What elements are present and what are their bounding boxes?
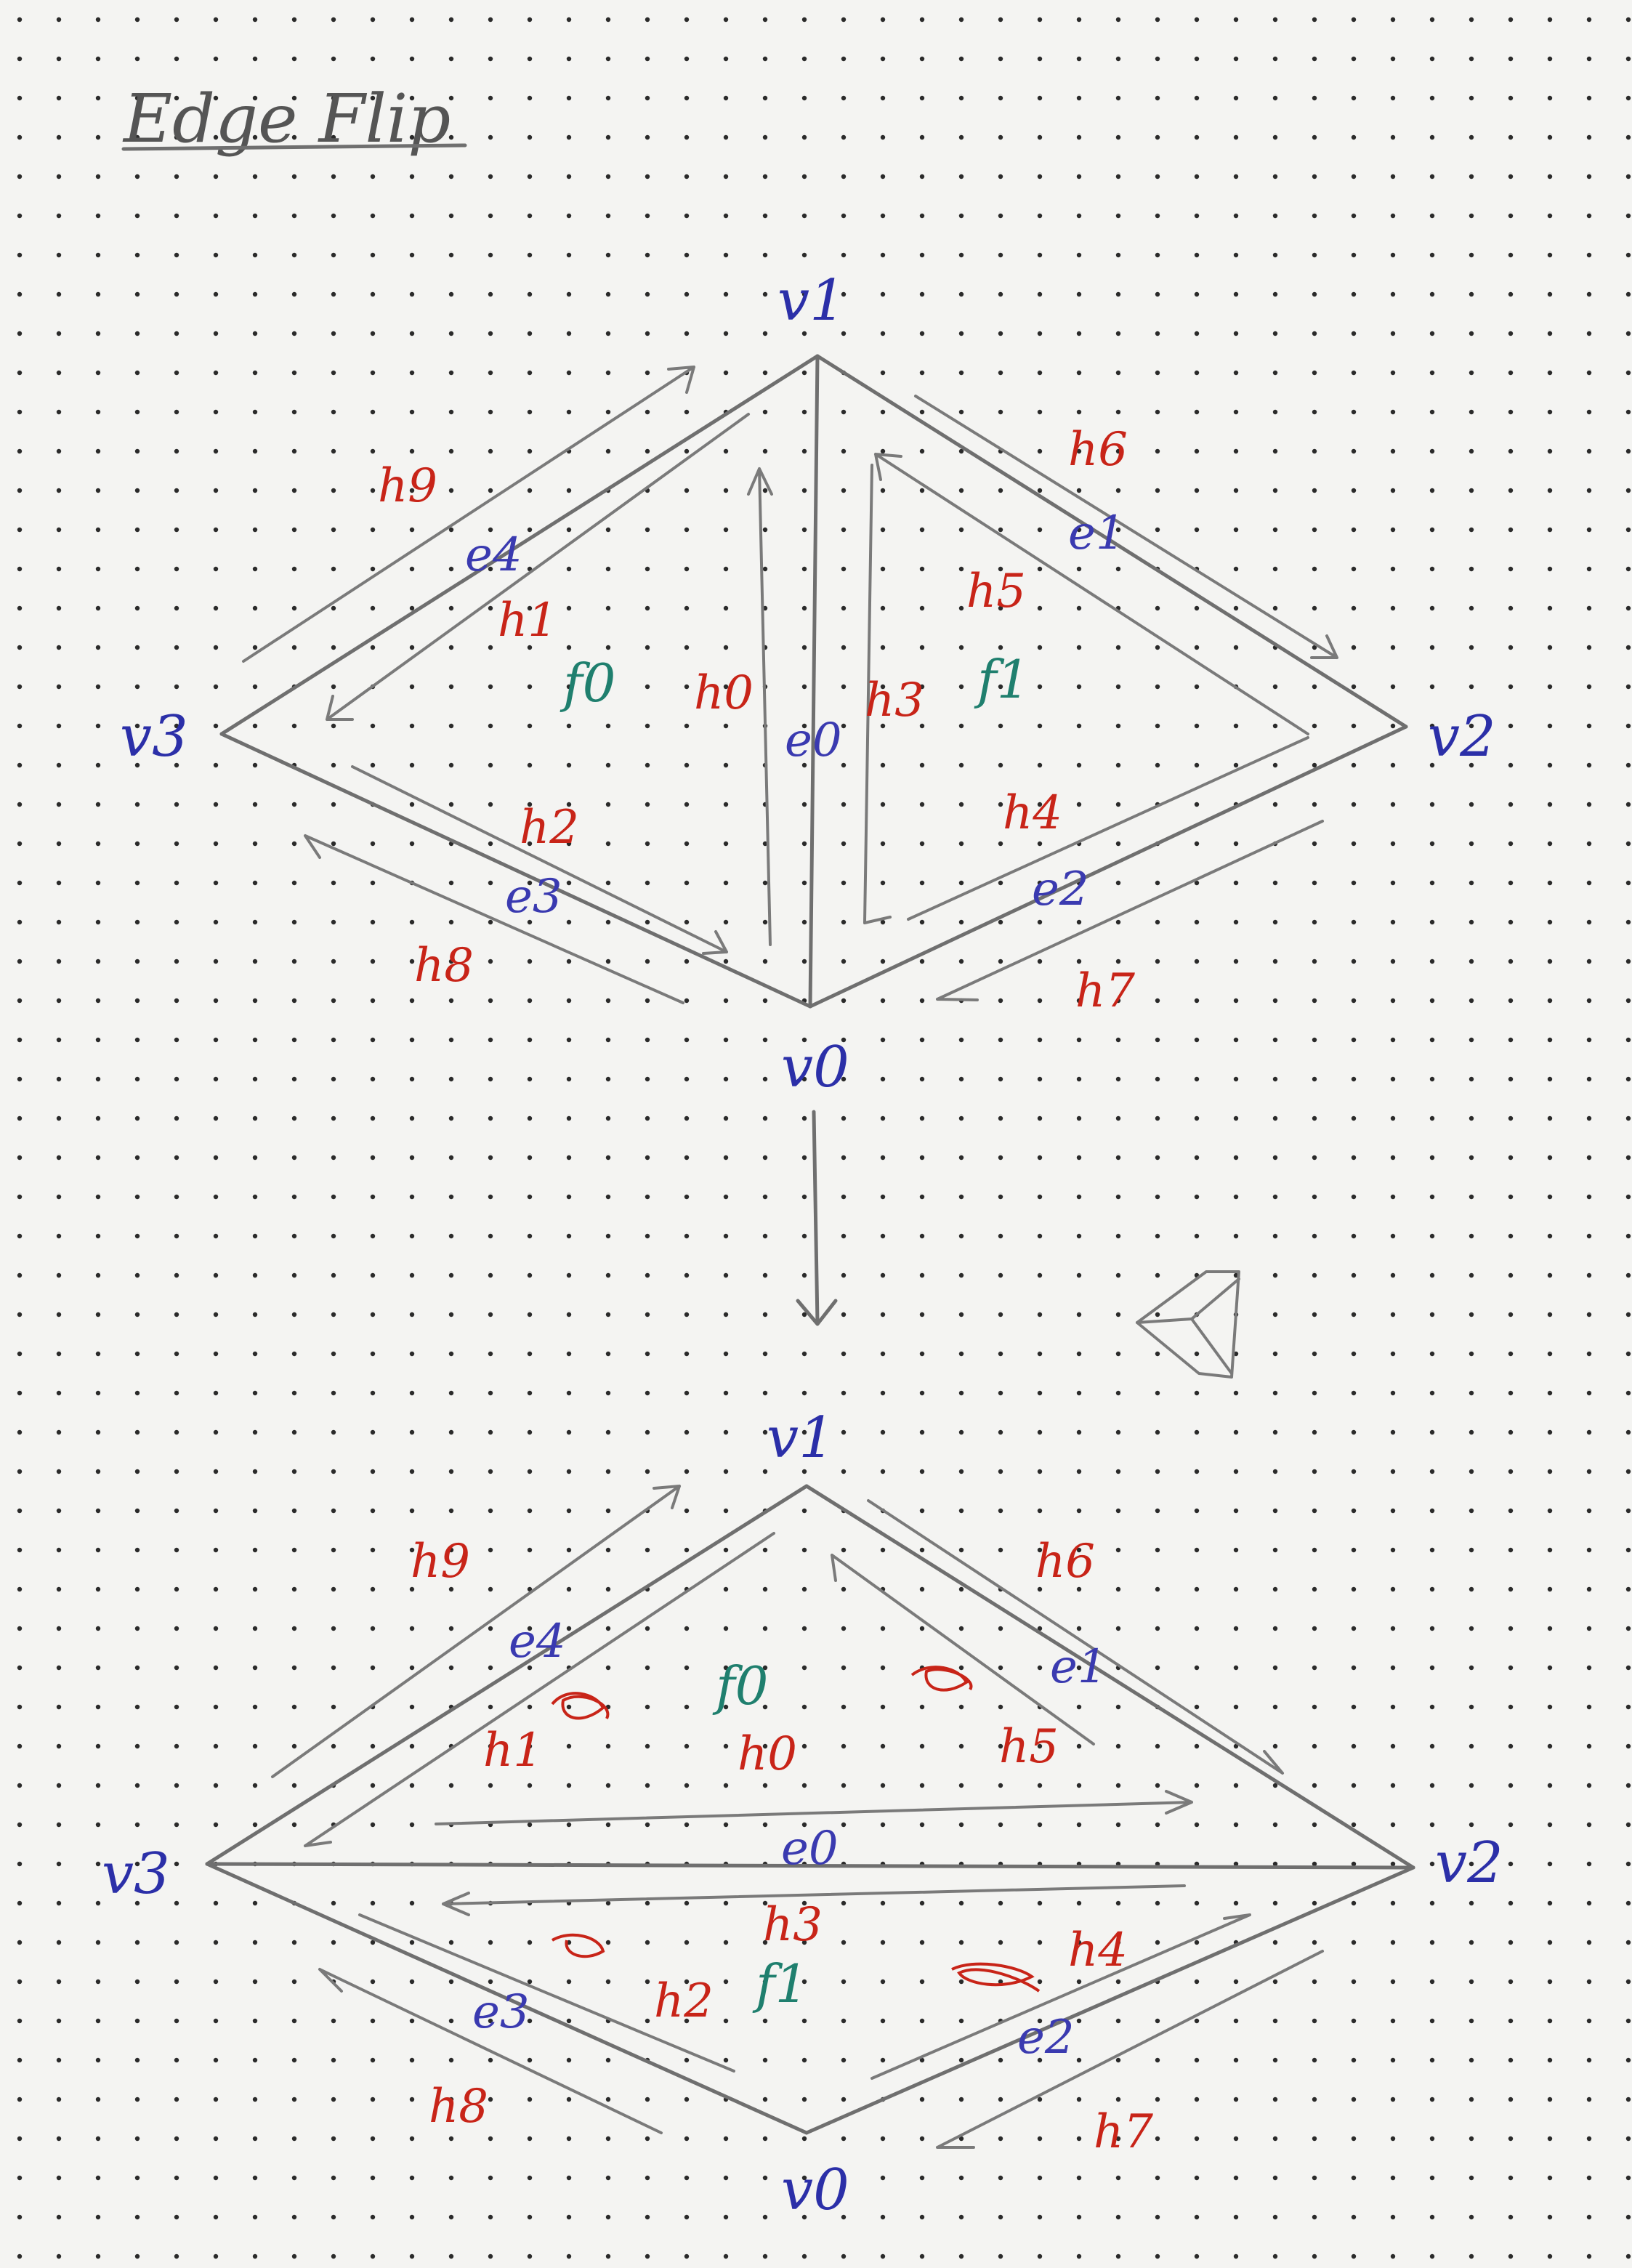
- halfedge-h3-arrow: [863, 464, 892, 924]
- after-halfedge-h3-arrow: [442, 1884, 1186, 1916]
- after-edge-e0-line: [205, 1862, 1415, 1870]
- vertex-v3-label: v3: [120, 704, 188, 770]
- halfedge-h5-label: h5: [966, 565, 1026, 618]
- halfedge-h6-label: h6: [1068, 423, 1128, 477]
- halfedge-h3-label: h3: [865, 674, 924, 727]
- halfedge-h2-arrow: [351, 765, 728, 955]
- after-halfedge-h8-arrow: [318, 1968, 663, 2134]
- after-halfedge-h2-label: h2: [654, 1974, 714, 2028]
- after-edge-e1-line: [804, 1484, 1415, 1870]
- edge-e1-line: [815, 354, 1408, 729]
- scribble-near-h4: [951, 1962, 1041, 1993]
- after-vertex-v3-label: v3: [102, 1841, 170, 1907]
- arrow-down-icon: [796, 1110, 838, 1326]
- halfedge-h0-arrow: [747, 467, 773, 946]
- after-halfedge-h7-label: h7: [1094, 2105, 1153, 2159]
- after-halfedge-h6-label: h6: [1035, 1535, 1095, 1589]
- after-mesh: v1 v2 v3 v0 h9 h1 h0 h5 h6 h3 h2 h4 h7 h…: [102, 1405, 1503, 2223]
- after-halfedge-h6-arrow: [867, 1499, 1284, 1775]
- flipped-quad-doodle-icon: [1136, 1270, 1240, 1379]
- after-halfedge-h2-arrow: [358, 1913, 735, 2073]
- after-edge-e2-label: e2: [1017, 2011, 1075, 2065]
- scribble-near-h5: [910, 1666, 973, 1692]
- edge-e1-label: e1: [1068, 507, 1126, 560]
- after-edge-e4-line: [205, 1484, 809, 1866]
- title-underline: [121, 143, 467, 151]
- edge-e3-label: e3: [505, 870, 562, 924]
- after-halfedge-h4-label: h4: [1068, 1924, 1128, 1977]
- edge-e2-line: [808, 725, 1408, 1009]
- halfedge-h2-label: h2: [520, 801, 579, 855]
- edge-e2-label: e2: [1032, 863, 1089, 916]
- halfedge-h4-label: h4: [1003, 786, 1062, 840]
- after-vertex-v2-label: v2: [1435, 1831, 1503, 1896]
- after-halfedge-h9-label: h9: [411, 1535, 470, 1589]
- after-halfedge-h4-arrow: [870, 1913, 1251, 2080]
- before-mesh: v1 v2 v3 v0 h9 h1 h0 h3 h5 h6 h4 h7 h2 h…: [120, 268, 1496, 1100]
- halfedge-h8-label: h8: [414, 939, 474, 993]
- halfedge-h4-arrow: [907, 736, 1309, 921]
- after-face-f0-label: f0: [712, 1655, 768, 1716]
- halfedge-h9-arrow: [242, 366, 695, 663]
- after-halfedge-h9-arrow: [271, 1485, 681, 1778]
- after-halfedge-h1-arrow: [304, 1532, 775, 1847]
- halfedge-h9-label: h9: [378, 459, 437, 513]
- after-edge-e4-label: e4: [509, 1615, 566, 1668]
- vertex-v2-label: v2: [1428, 704, 1496, 770]
- vertex-v0-label: v0: [781, 1035, 849, 1100]
- edge-e0-label: e0: [785, 714, 842, 767]
- halfedge-h6-arrow: [914, 395, 1338, 659]
- edge-e4-label: e4: [465, 528, 522, 582]
- after-halfedge-h3-label: h3: [763, 1898, 823, 1952]
- after-halfedge-h1-label: h1: [483, 1724, 543, 1777]
- after-vertex-v1-label: v1: [767, 1405, 835, 1471]
- scribble-near-h1: [551, 1692, 610, 1720]
- after-halfedge-h0-arrow: [435, 1790, 1193, 1825]
- face-f0-label: f0: [560, 653, 615, 714]
- after-halfedge-h8-label: h8: [429, 2080, 488, 2134]
- after-face-f1-label: f1: [752, 1953, 808, 2014]
- edge-e0-line: [808, 354, 820, 1009]
- after-edge-e0-label: e0: [781, 1822, 839, 1876]
- halfedge-h7-label: h7: [1075, 964, 1135, 1018]
- halfedge-h1-arrow: [326, 413, 750, 721]
- vertex-v1-label: v1: [777, 268, 846, 334]
- after-halfedge-h0-label: h0: [738, 1727, 797, 1781]
- after-vertex-v0-label: v0: [781, 2158, 849, 2223]
- after-edge-e3-label: e3: [472, 1985, 530, 2039]
- halfedge-h0-label: h0: [694, 666, 754, 720]
- edge-e3-line: [219, 732, 812, 1009]
- after-halfedge-h5-arrow: [831, 1554, 1095, 1746]
- halfedge-h8-arrow: [304, 834, 684, 1004]
- after-halfedge-h5-label: h5: [999, 1720, 1059, 1774]
- after-edge-e3-line: [205, 1862, 809, 2135]
- scribble-near-h2: [551, 1933, 605, 1958]
- edge-e4-line: [219, 354, 820, 736]
- after-halfedge-h7-arrow: [936, 1950, 1324, 2149]
- halfedge-h7-arrow: [936, 820, 1324, 1001]
- face-f1-label: f1: [974, 649, 1030, 710]
- halfedge-h1-label: h1: [498, 594, 557, 647]
- after-edge-e2-line: [804, 1865, 1415, 2135]
- halfedge-h5-arrow: [874, 453, 1309, 735]
- after-edge-e1-label: e1: [1050, 1640, 1107, 1694]
